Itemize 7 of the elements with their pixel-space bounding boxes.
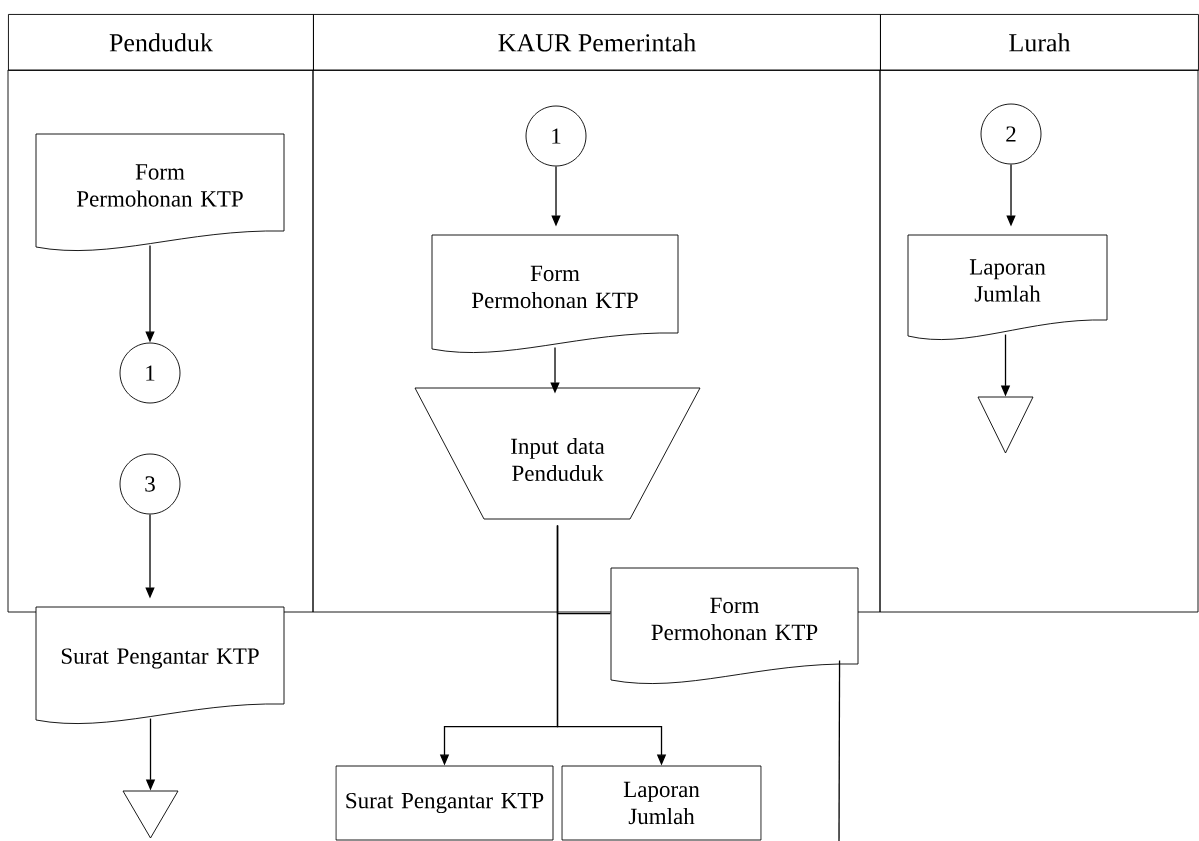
merge-triangle xyxy=(977,396,1034,454)
node-label: Penduduk xyxy=(109,33,213,52)
process-box: Surat Pengantar KTP xyxy=(335,765,554,841)
node-label: Lurah xyxy=(1009,33,1071,52)
merge-triangle xyxy=(122,790,179,839)
process-box: Laporan Jumlah xyxy=(561,765,762,841)
node-label: KAUR Pemerintah xyxy=(498,33,696,52)
